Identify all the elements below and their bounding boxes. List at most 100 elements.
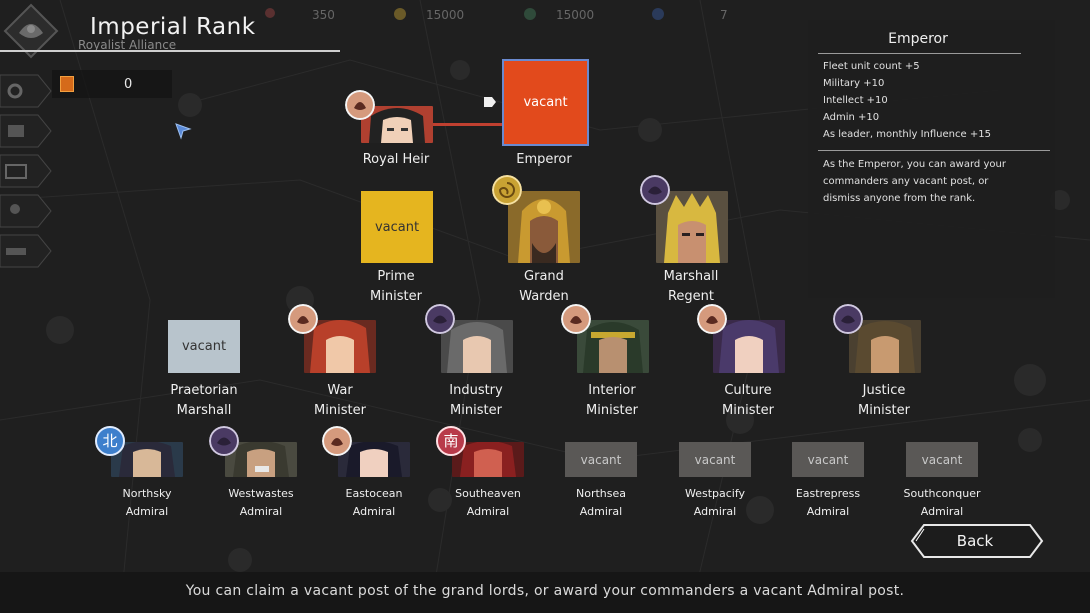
southeaven-admiral-label-line1: Southeaven: [455, 487, 521, 500]
eastocean-admiral-label-line1: Eastocean: [345, 487, 403, 500]
eastocean-admiral-label: Eastocean Admiral: [324, 485, 424, 521]
info-stat-4: Admin +10: [823, 112, 880, 123]
northsky-crest-icon: 北: [95, 426, 125, 456]
hint-bar: [0, 572, 1090, 613]
justice-minister-portrait[interactable]: [849, 320, 921, 373]
eastocean-admiral-portrait[interactable]: [338, 442, 410, 477]
purple-crest-icon: [209, 426, 239, 456]
food-icon: [265, 8, 275, 18]
praetorian-marshall-label-line2: Marshall: [176, 403, 232, 418]
northsea-admiral-label: Northsea Admiral: [551, 485, 651, 521]
westwastes-admiral-portrait[interactable]: [225, 442, 297, 477]
sidebar-tab-mail[interactable]: [0, 154, 52, 188]
royal-crest-icon: [697, 304, 727, 334]
interior-minister-portrait[interactable]: [577, 320, 649, 373]
eastrepress-admiral-label-line1: Eastrepress: [795, 487, 861, 500]
emperor-vacant-slot[interactable]: vacant: [502, 59, 589, 146]
marshall-regent-label-line1: Marshall: [663, 269, 719, 284]
southeaven-crest-icon: 南: [436, 426, 466, 456]
culture-minister-label-line1: Culture: [724, 383, 772, 398]
royal-crest-icon: [322, 426, 352, 456]
sidebar-tab-fleet[interactable]: [0, 234, 52, 268]
influence-icon: [652, 8, 664, 20]
info-description: As the Emperor, you can award your comma…: [823, 159, 1006, 204]
page-title: Imperial Rank: [90, 14, 256, 40]
industry-minister-label-line2: Minister: [450, 403, 502, 418]
northsky-admiral-label-line1: Northsky: [122, 487, 172, 500]
southconquer-admiral-label-line1: Southconquer: [903, 487, 981, 500]
westpacify-admiral-vacant-slot[interactable]: vacant: [679, 442, 751, 477]
back-button[interactable]: [910, 523, 1044, 559]
war-minister-label-line1: War: [327, 383, 353, 398]
culture-minister-label-line2: Minister: [722, 403, 774, 418]
southeaven-admiral-portrait[interactable]: [452, 442, 524, 477]
info-panel-title: Emperor: [888, 31, 948, 47]
westwastes-admiral-label-line2: Admiral: [239, 505, 283, 518]
eastrepress-admiral-label-line2: Admiral: [806, 505, 850, 518]
prime-minister-vacant-slot[interactable]: vacant: [361, 191, 433, 263]
westpacify-admiral-label-line1: Westpacify: [684, 487, 746, 500]
grand-warden-label-line2: Warden: [519, 289, 569, 304]
resource-gold: 15000: [426, 8, 465, 22]
sidebar-tab-tips[interactable]: [0, 194, 52, 228]
interior-minister-label: Interior Minister: [562, 381, 662, 421]
culture-minister-portrait[interactable]: [713, 320, 785, 373]
sidebar-tab-settings[interactable]: [0, 74, 52, 108]
rank-info-panel: [808, 20, 1055, 298]
justice-minister-label: Justice Minister: [834, 381, 934, 421]
marshall-regent-portrait[interactable]: [656, 191, 728, 263]
marshall-regent-label: Marshall Regent: [641, 267, 741, 307]
title-divider: [0, 50, 340, 52]
northsea-admiral-label-line1: Northsea: [575, 487, 626, 500]
sidebar-tab-inventory[interactable]: [0, 114, 52, 148]
info-stat-2: Military +10: [823, 78, 885, 89]
industry-minister-label-line1: Industry: [449, 383, 503, 398]
industry-minister-portrait[interactable]: [441, 320, 513, 373]
game-logo-icon: [3, 3, 59, 59]
prime-minister-label-line2: Minister: [370, 289, 422, 304]
back-button-label[interactable]: Back: [956, 532, 994, 550]
war-minister-label: War Minister: [290, 381, 390, 421]
royal-crest-icon: [345, 90, 375, 120]
gear-icon: [7, 83, 23, 99]
westpacify-admiral-label-line2: Admiral: [693, 505, 737, 518]
faction-name: Royalist Alliance: [78, 38, 177, 52]
resource-material: 15000: [556, 8, 595, 22]
emperor-label: Emperor: [516, 152, 572, 167]
gold-spiral-crest-icon: [492, 175, 522, 205]
purple-crest-icon: [833, 304, 863, 334]
material-icon: [524, 8, 536, 20]
justice-minister-label-line1: Justice: [862, 383, 906, 398]
purple-crest-icon: [640, 175, 670, 205]
resource-food: 350: [312, 8, 335, 22]
southconquer-admiral-vacant-slot[interactable]: vacant: [906, 442, 978, 477]
mail-icon: [5, 164, 27, 179]
marshall-regent-label-line2: Regent: [667, 289, 715, 304]
heir-emperor-link: [433, 123, 503, 126]
info-stat-1: Fleet unit count +5: [823, 61, 920, 72]
southconquer-admiral-label: Southconquer Admiral: [892, 485, 992, 521]
rank-counter-value: 0: [124, 77, 133, 92]
grand-warden-portrait[interactable]: [508, 191, 580, 263]
grand-warden-label: Grand Warden: [494, 267, 594, 307]
grand-warden-label-line1: Grand: [524, 269, 564, 284]
royal-heir-label: Royal Heir: [362, 152, 430, 167]
westwastes-admiral-label: Westwastes Admiral: [211, 485, 311, 521]
culture-minister-label: Culture Minister: [698, 381, 798, 421]
gold-icon: [394, 8, 406, 20]
industry-minister-label: Industry Minister: [426, 381, 526, 421]
northsea-admiral-vacant-slot[interactable]: vacant: [565, 442, 637, 477]
justice-minister-label-line2: Minister: [858, 403, 910, 418]
pointer-hand-icon: [484, 97, 496, 107]
eastrepress-admiral-vacant-slot[interactable]: vacant: [792, 442, 864, 477]
southconquer-admiral-label-line2: Admiral: [920, 505, 964, 518]
war-minister-portrait[interactable]: [304, 320, 376, 373]
royal-crest-icon: [561, 304, 591, 334]
interior-minister-label-line1: Interior: [588, 383, 636, 398]
info-stat-5: As leader, monthly Influence +15: [823, 129, 991, 140]
praetorian-marshall-vacant-slot[interactable]: vacant: [168, 320, 240, 373]
praetorian-marshall-label: Praetorian Marshall: [154, 381, 254, 421]
prime-minister-label: Prime Minister: [346, 267, 446, 307]
eastocean-admiral-label-line2: Admiral: [352, 505, 396, 518]
prime-minister-label-line1: Prime: [377, 269, 415, 284]
